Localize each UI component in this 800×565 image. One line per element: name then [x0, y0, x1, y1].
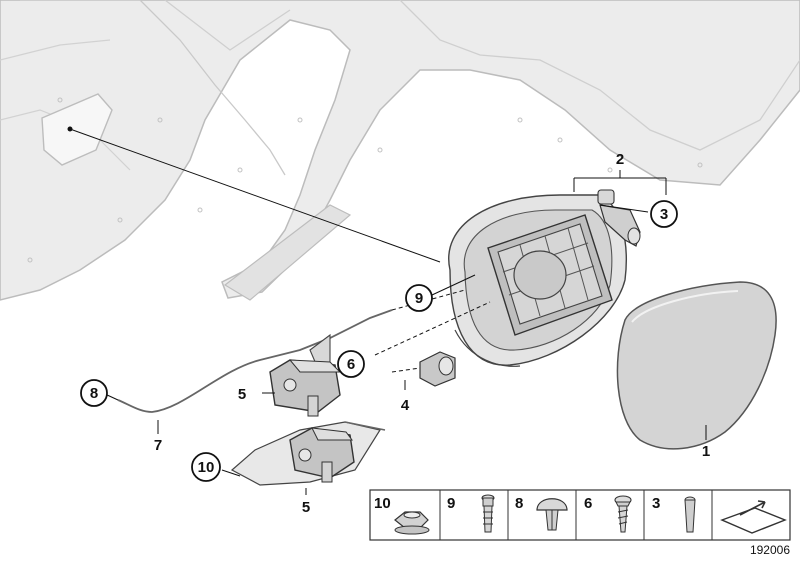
legend-label-3: 3	[652, 495, 660, 512]
connector-part	[419, 351, 456, 387]
callout-5-lower: 5	[302, 499, 310, 516]
callout-3-circle	[650, 200, 678, 228]
legend-label-8: 8	[515, 495, 523, 512]
torx-screw-icon	[614, 495, 632, 533]
legend-label-10: 10	[374, 495, 391, 512]
arrow-sheet-icon	[720, 500, 787, 534]
filler-housing	[448, 189, 641, 367]
callout-5-upper: 5	[238, 386, 246, 403]
callout-6: 6	[347, 356, 355, 373]
callout-leaders	[104, 170, 707, 495]
leader-recess	[67, 126, 441, 263]
callout-4: 4	[401, 397, 410, 414]
legend-strip: 10 9 8 6	[369, 489, 791, 541]
callout-2: 2	[616, 151, 624, 168]
callout-7: 7	[154, 437, 162, 454]
legend-label-6: 6	[584, 495, 592, 512]
actuator-upper	[269, 359, 342, 417]
callout-1: 1	[702, 443, 710, 460]
callout-8: 8	[90, 385, 98, 402]
callout-3: 3	[660, 206, 668, 223]
legend-label-9: 9	[447, 495, 455, 512]
fuel-flap	[616, 281, 777, 450]
callout-8-circle	[80, 379, 108, 407]
flange-nut-icon	[394, 511, 430, 535]
callout-9: 9	[415, 290, 423, 307]
actuator-lower	[230, 421, 386, 486]
callout-10: 10	[198, 459, 215, 476]
callout-10-circle	[191, 452, 221, 482]
pin-icon	[684, 496, 696, 533]
spreader-clip-icon	[536, 498, 568, 531]
callout-6-circle	[337, 350, 365, 378]
reference-number: 192006	[750, 543, 790, 557]
callout-9-circle	[405, 284, 433, 312]
expanding-rivet-icon	[481, 494, 495, 533]
body-side-panel	[0, 0, 800, 301]
filler-recess	[41, 93, 113, 166]
